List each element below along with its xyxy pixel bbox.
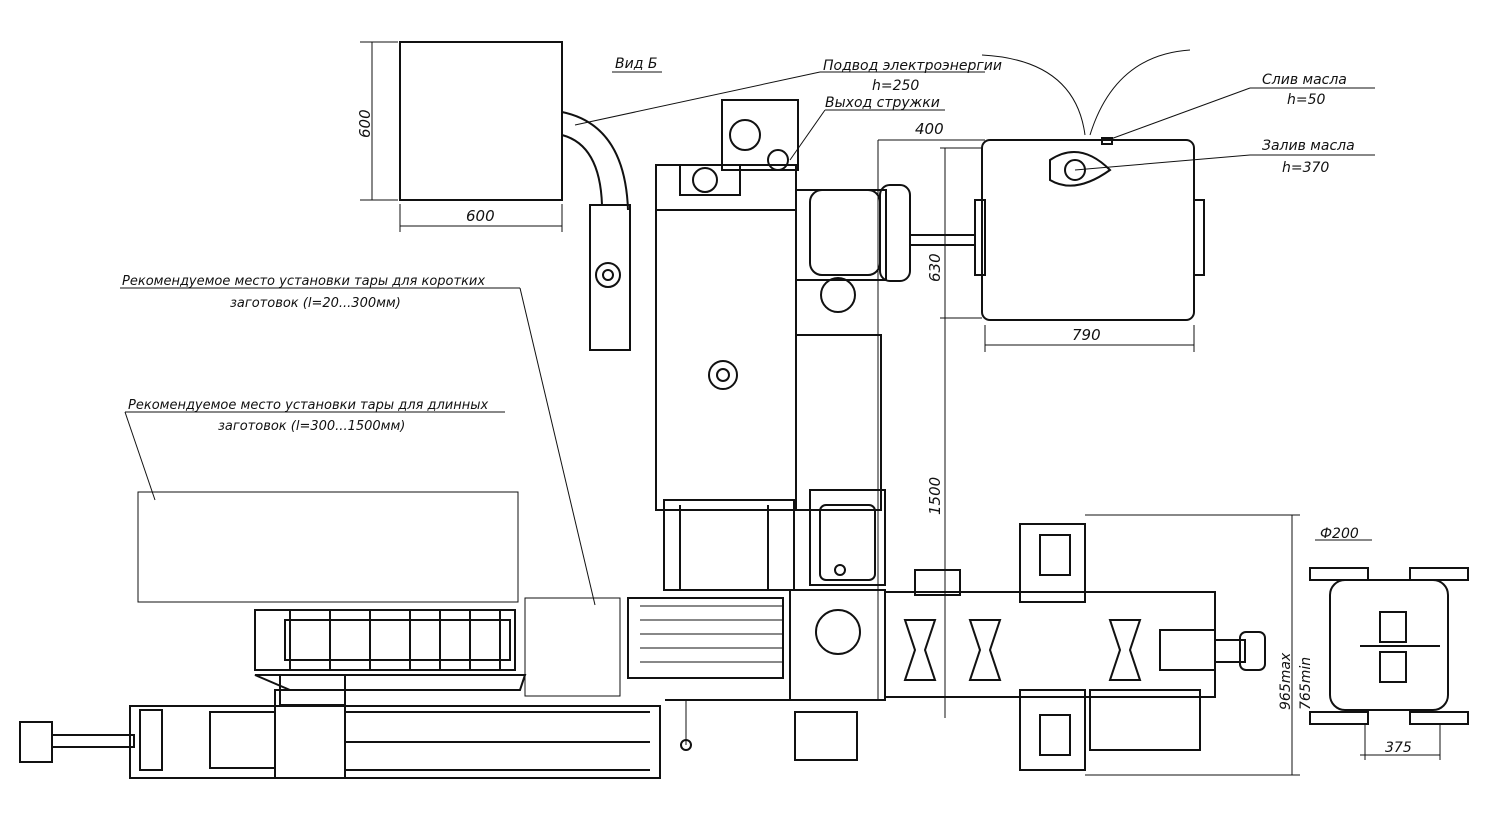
dim-400: 400 bbox=[915, 120, 944, 138]
dim-1500: 1500 bbox=[926, 477, 944, 515]
leader-lines bbox=[120, 71, 1375, 606]
dim-630: 630 bbox=[926, 253, 944, 282]
label-short-container-line2: заготовок (l=20...300мм) bbox=[230, 296, 401, 311]
feed-conveyor bbox=[627, 589, 886, 761]
long-container-area bbox=[137, 491, 519, 603]
label-short-container-line1: Рекомендуемое место установки тары для к… bbox=[122, 274, 485, 289]
end-view bbox=[1309, 567, 1469, 725]
label-chips: Выход стружки bbox=[825, 95, 940, 111]
label-long-container-line2: заготовок (l=300...1500мм) bbox=[218, 419, 405, 434]
view-label: Вид Б bbox=[615, 56, 657, 72]
label-oil-drain-h: h=50 bbox=[1287, 92, 1326, 108]
dimension-lines bbox=[877, 139, 1441, 776]
short-container-area bbox=[524, 597, 621, 697]
label-oil-fill: Залив масла bbox=[1262, 138, 1355, 154]
label-long-container-line1: Рекомендуемое место установки тары для д… bbox=[128, 398, 489, 413]
roller-table-left bbox=[254, 609, 527, 706]
dim-790: 790 bbox=[1072, 326, 1101, 344]
label-oil-drain: Слив масла bbox=[1262, 72, 1347, 88]
dim-765: 765min bbox=[1298, 657, 1314, 710]
label-power: Подвод электроэнергии bbox=[823, 58, 1002, 74]
cable-column bbox=[589, 204, 631, 351]
label-power-h: h=250 bbox=[872, 78, 919, 94]
dim-200: Ф200 bbox=[1320, 526, 1359, 542]
dim-375: 375 bbox=[1385, 740, 1412, 756]
vise-assembly bbox=[884, 523, 1266, 771]
label-oil-fill-h: h=370 bbox=[1282, 160, 1329, 176]
dim-cabinet-width: 600 bbox=[466, 207, 495, 225]
saw-frame bbox=[655, 99, 911, 591]
dim-cabinet-height: 600 bbox=[356, 109, 374, 138]
dim-965: 965max bbox=[1278, 652, 1294, 710]
electrical-cabinet bbox=[360, 41, 629, 232]
hydraulic-station bbox=[910, 49, 1205, 321]
hydraulic-cylinder bbox=[19, 689, 661, 779]
